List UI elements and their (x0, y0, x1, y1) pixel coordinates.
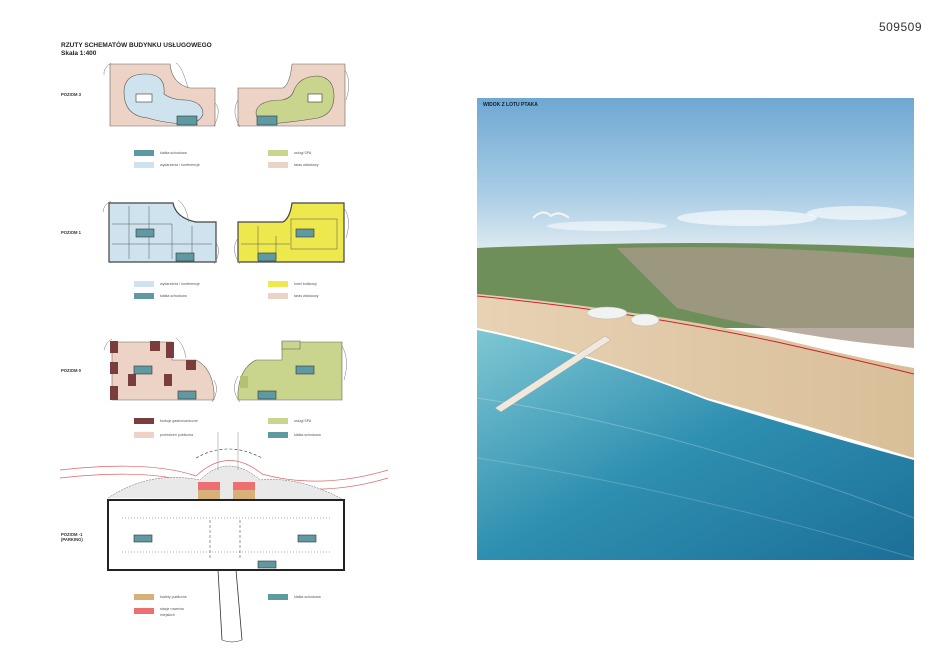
level-label-3: POZIOM 3 (61, 92, 82, 97)
legend-label: klatka schodowa (294, 595, 321, 599)
scale-label: Skala 1:400 (61, 50, 97, 57)
plan-level-minus1 (59, 432, 389, 643)
legend-label: hotel butikowy (294, 282, 317, 286)
level-label-0: POZIOM 0 (61, 368, 82, 373)
legend-swatch (268, 293, 288, 299)
plan-level0-right (234, 340, 347, 403)
legend-label: klatka schodowa (294, 433, 321, 437)
legend-label: klatka schodowa (160, 294, 187, 298)
plan-level1-left (102, 199, 219, 265)
legend-swatch (134, 418, 154, 424)
legend-swatch (268, 150, 288, 156)
legend-swatch (268, 594, 288, 600)
legend-swatch (134, 594, 154, 600)
level-label-minus1-b: (PARKING) (61, 537, 83, 542)
plan-level1-right (234, 202, 349, 265)
legend-label: taras widokowy (294, 163, 319, 167)
legend-swatch (134, 293, 154, 299)
legend-label: miejskich (160, 613, 175, 617)
project-code: 509509 (878, 20, 922, 34)
legend-label: stacje rowerów (160, 607, 184, 611)
legend-label: toalety publiczne (160, 595, 187, 599)
photo-title: WIDOK Z LOTU PTAKA (483, 102, 538, 108)
plan-level3-left (103, 62, 219, 127)
legend-label: wydarzenia / konferencje (160, 163, 200, 167)
legend-swatch (268, 432, 288, 438)
legend-swatch (268, 281, 288, 287)
legend-label: usługi SPA (294, 151, 312, 155)
page-title: RZUTY SCHEMATÓW BUDYNKU USŁUGOWEGO Skala… (61, 42, 212, 58)
legend-label: taras widokowy (294, 294, 319, 298)
legend-label: wydarzenia / konferencje (160, 282, 200, 286)
level-label-minus1-a: POZIOM -1 (61, 532, 83, 537)
legend-swatch (268, 418, 288, 424)
legend-label: funkcje gastronomiczne (160, 419, 198, 423)
aerial-view-image (477, 98, 914, 560)
legend-swatch (134, 162, 154, 168)
legend-swatch (268, 162, 288, 168)
title-line: RZUTY SCHEMATÓW BUDYNKU USŁUGOWEGO (61, 42, 212, 49)
legend-label: usługi SPA (294, 419, 312, 423)
legend-swatch (134, 281, 154, 287)
legend-label: przestrzeń publiczna (160, 433, 193, 437)
legend-swatch (134, 432, 154, 438)
legend-label: klatka schodowa (160, 151, 187, 155)
level-label-1: POZIOM 1 (61, 230, 82, 235)
legend-swatch (134, 608, 154, 614)
legend-swatch (134, 150, 154, 156)
plan-level0-left (103, 337, 217, 403)
level-label-minus1: POZIOM -1 (PARKING) (61, 532, 83, 542)
plan-level3-right (234, 63, 349, 128)
